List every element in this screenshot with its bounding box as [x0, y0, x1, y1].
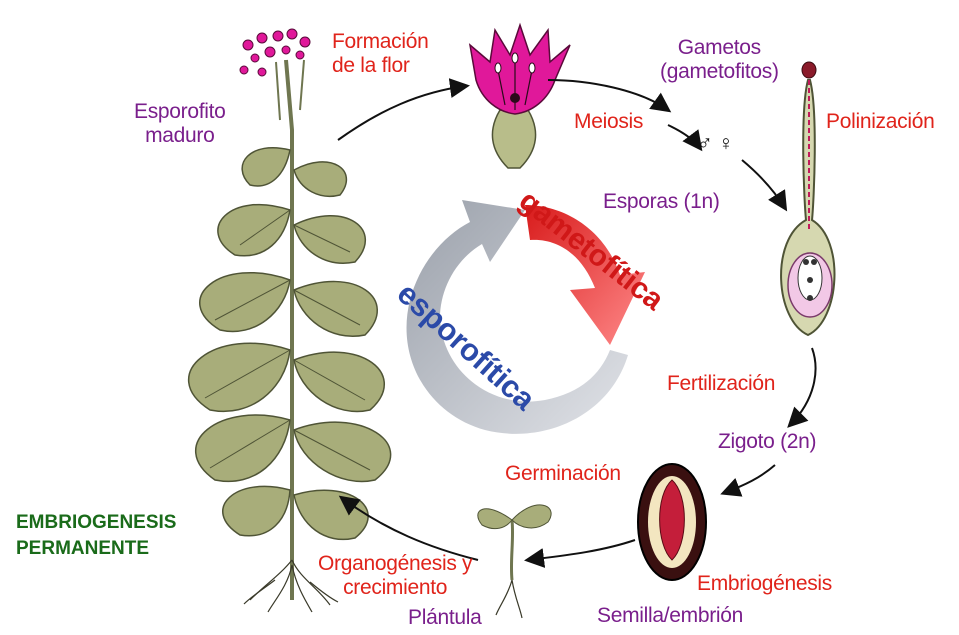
label-germinacion: Germinación: [505, 462, 621, 486]
label-esporofito-line2: maduro: [134, 124, 226, 148]
label-organogenesis-line2: crecimiento: [318, 576, 472, 600]
label-meiosis: Meiosis: [574, 110, 643, 134]
arrow-flower-to-meiosis: [548, 80, 668, 110]
label-organogenesis: Organogénesis y crecimiento: [318, 552, 472, 600]
label-embriogenesis-permanente: EMBRIOGENESIS PERMANENTE: [16, 510, 176, 562]
label-formacion-flor: Formación de la flor: [332, 30, 429, 78]
arrow-sporophyte-to-flower: [338, 86, 466, 140]
label-semilla: Semilla/embrión: [597, 604, 743, 628]
seedling-illustration: [478, 505, 551, 618]
label-formacion-flor-line1: Formación: [332, 30, 429, 54]
arrow-meiosis-to-gametes: [668, 125, 700, 148]
label-gametos-line1: Gametos: [660, 36, 779, 60]
arrow-ovule-to-zygote: [790, 348, 816, 425]
label-esporas: Esporas (1n): [603, 190, 720, 214]
flower-illustration: [470, 25, 570, 168]
arrow-gametes-to-ovule: [742, 160, 785, 208]
label-embriogenesis-permanente-line2: PERMANENTE: [16, 536, 176, 562]
label-esporofito-maduro: Esporofito maduro: [134, 100, 226, 148]
arrow-seed-to-seedling: [528, 540, 635, 560]
label-organogenesis-line1: Organogénesis y: [318, 552, 472, 576]
label-fertilizacion: Fertilización: [667, 372, 775, 396]
seed-illustration: [638, 464, 706, 580]
label-esporofito-line1: Esporofito: [134, 100, 226, 124]
label-gametos-line2: (gametofitos): [660, 60, 779, 84]
label-formacion-flor-line2: de la flor: [332, 54, 429, 78]
label-plantula: Plántula: [408, 606, 482, 630]
label-embriogenesis-permanente-line1: EMBRIOGENESIS: [16, 510, 176, 536]
label-zigoto: Zigoto (2n): [718, 430, 816, 454]
ovule-illustration: [781, 62, 834, 335]
gamete-symbols: ♂ ♀: [697, 132, 733, 156]
label-polinizacion: Polinización: [826, 110, 934, 134]
arrow-zygote-to-seed: [724, 465, 775, 493]
label-gametos: Gametos (gametofitos): [660, 36, 779, 84]
label-embriogenesis: Embriogénesis: [697, 572, 832, 596]
